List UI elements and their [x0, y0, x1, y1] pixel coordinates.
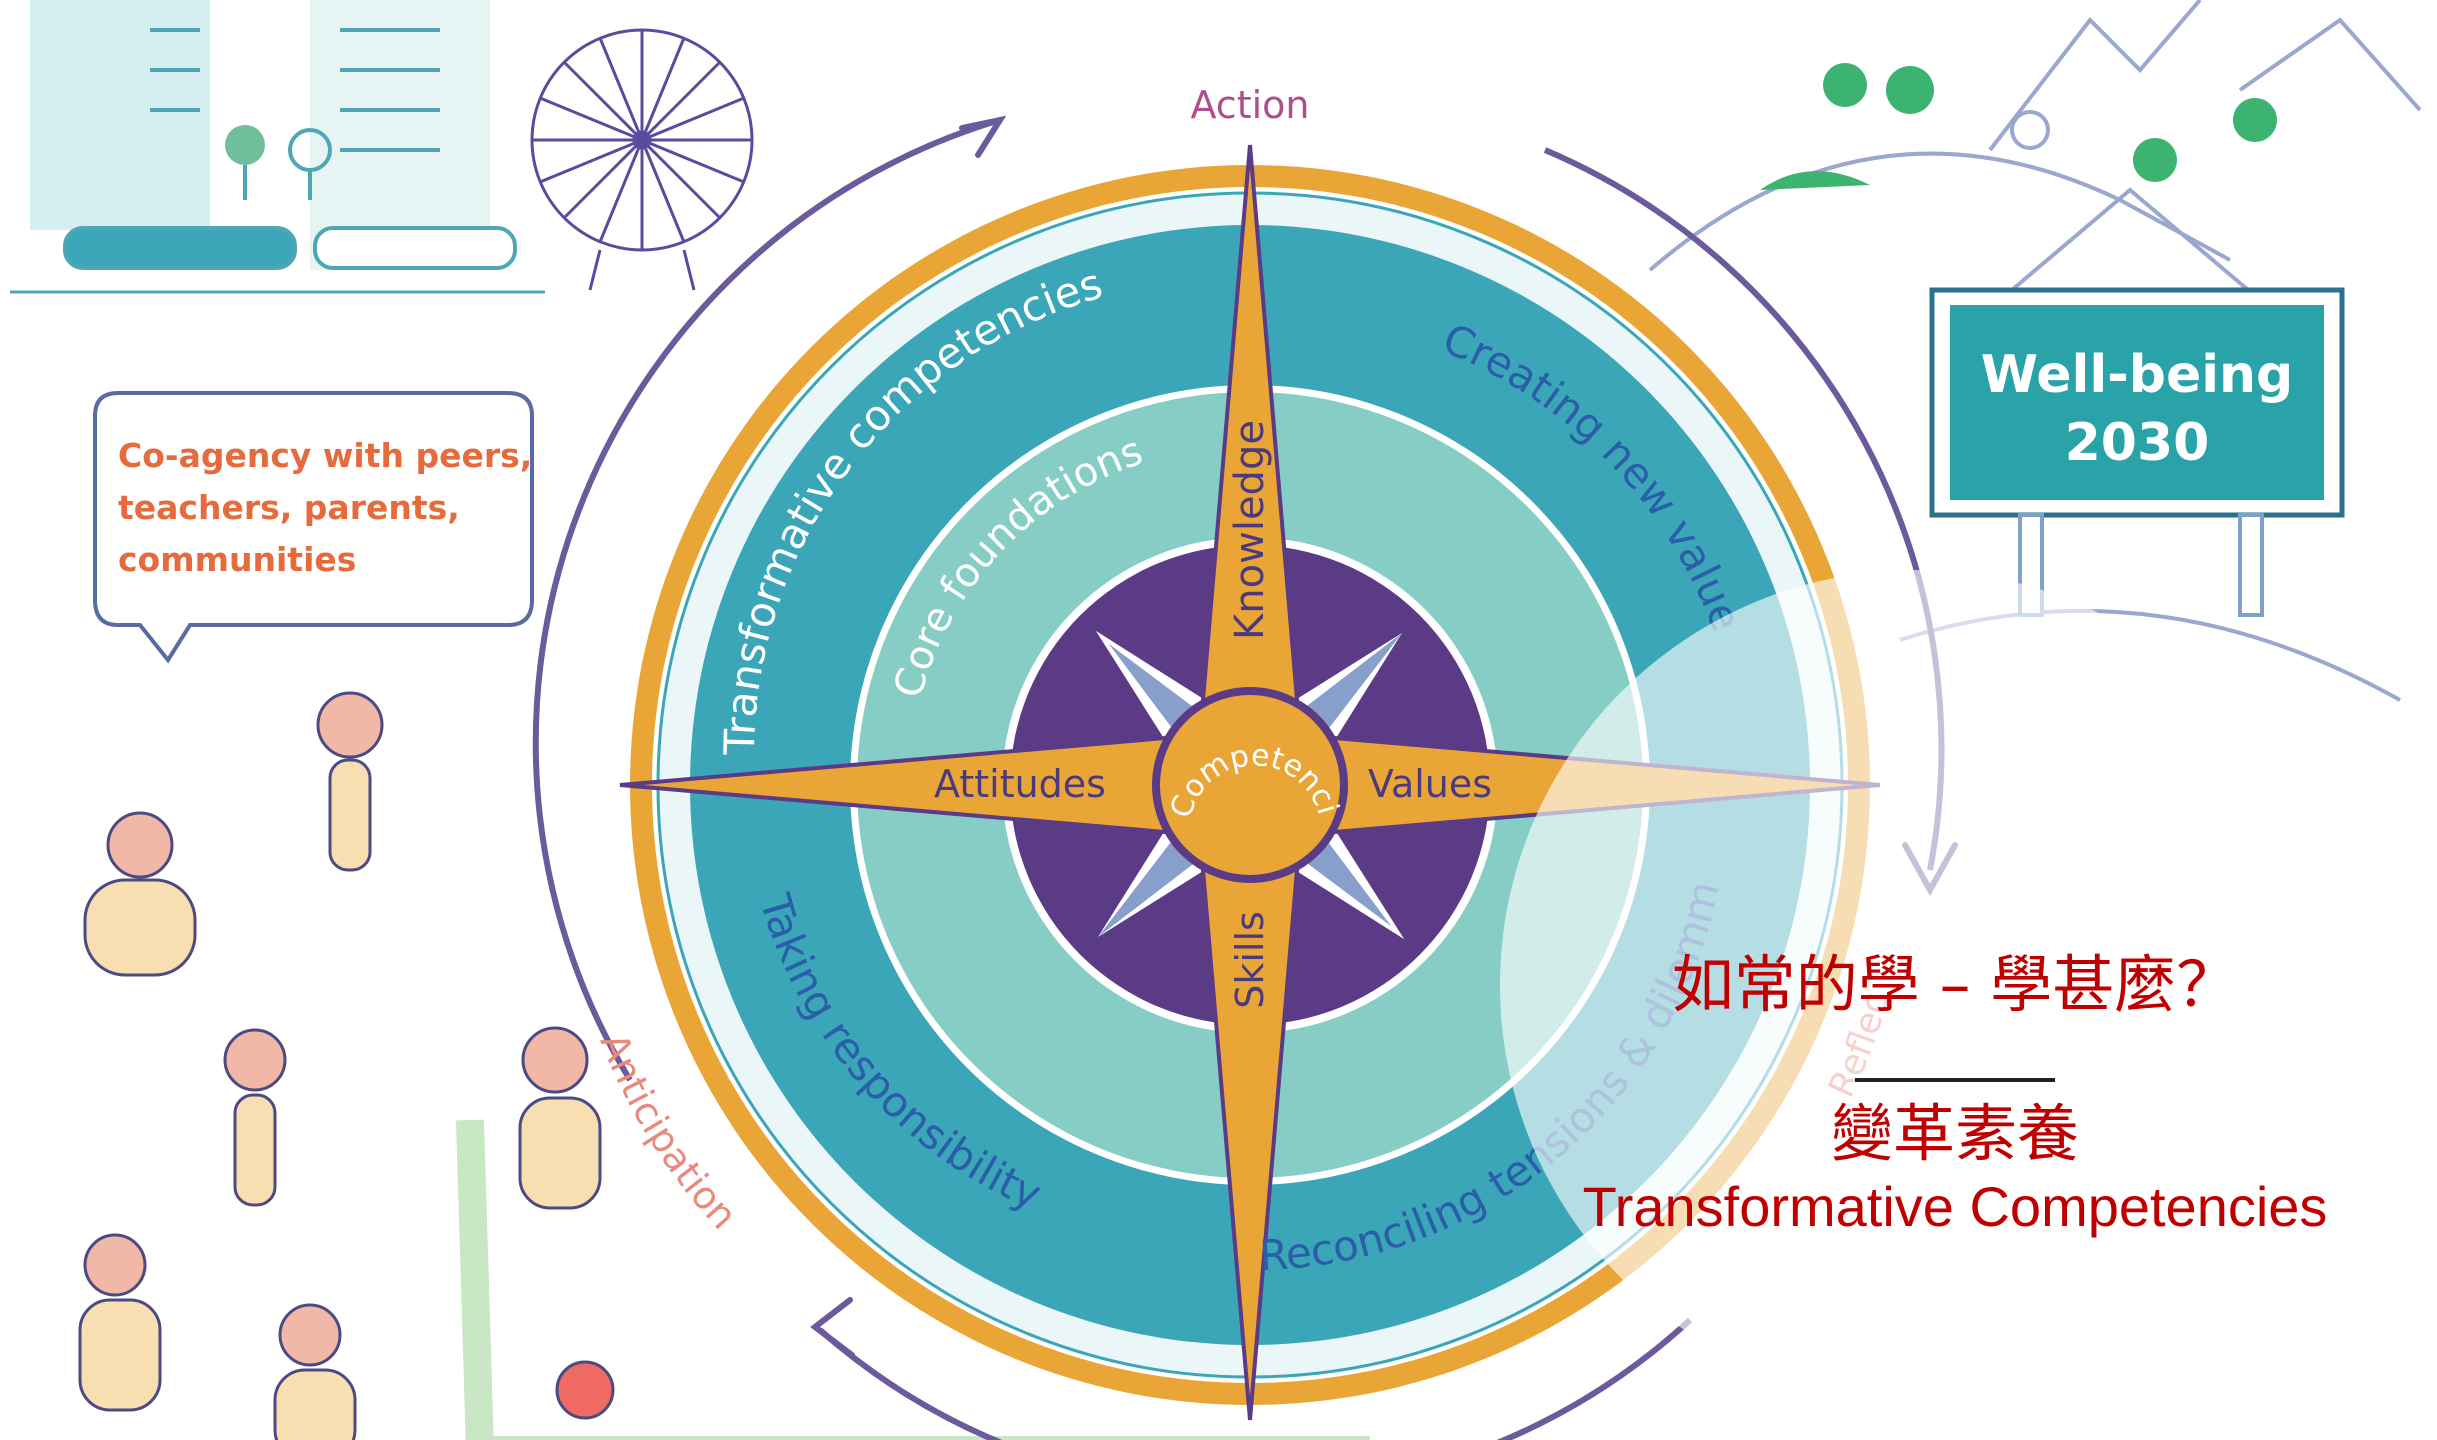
compass-star — [619, 144, 1881, 1421]
subtitle-english: Transformative Competencies — [1582, 1175, 2328, 1238]
title-overlay-circle — [1500, 570, 2330, 1400]
hills-scene — [1648, 0, 2422, 702]
direction-top: Action — [1190, 83, 1309, 127]
ferris-wheel — [530, 28, 754, 291]
wellbeing-signboard: Well-being 2030 — [1929, 287, 2345, 617]
city-scene — [10, 0, 545, 294]
point-values: Values — [1368, 762, 1492, 806]
point-knowledge: Knowledge — [1227, 420, 1273, 640]
signboard-line-2: 2030 — [2065, 413, 2210, 473]
title-overlay: 如常的學 – 學甚麼？ 變革素養 Transformative Competen… — [1545, 940, 2365, 1242]
speech-bubble: Co-agency with peers, teachers, parents,… — [93, 391, 534, 664]
speech-bubble-line-1: Co-agency with peers, — [118, 436, 532, 475]
subtitle-chinese: 變革素養 — [1830, 1097, 2079, 1170]
speech-bubble-line-3: communities — [118, 540, 356, 579]
signboard-line-1: Well-being — [1981, 345, 2294, 405]
speech-bubble-line-2: teachers, parents, — [118, 488, 460, 527]
title-divider — [1855, 1078, 2055, 1082]
people-scene — [78, 691, 1370, 1440]
point-skills: Skills — [1228, 911, 1272, 1009]
point-attitudes: Attitudes — [934, 762, 1106, 806]
slide-title: 如常的學 – 學甚麼？ — [1671, 948, 2239, 1021]
